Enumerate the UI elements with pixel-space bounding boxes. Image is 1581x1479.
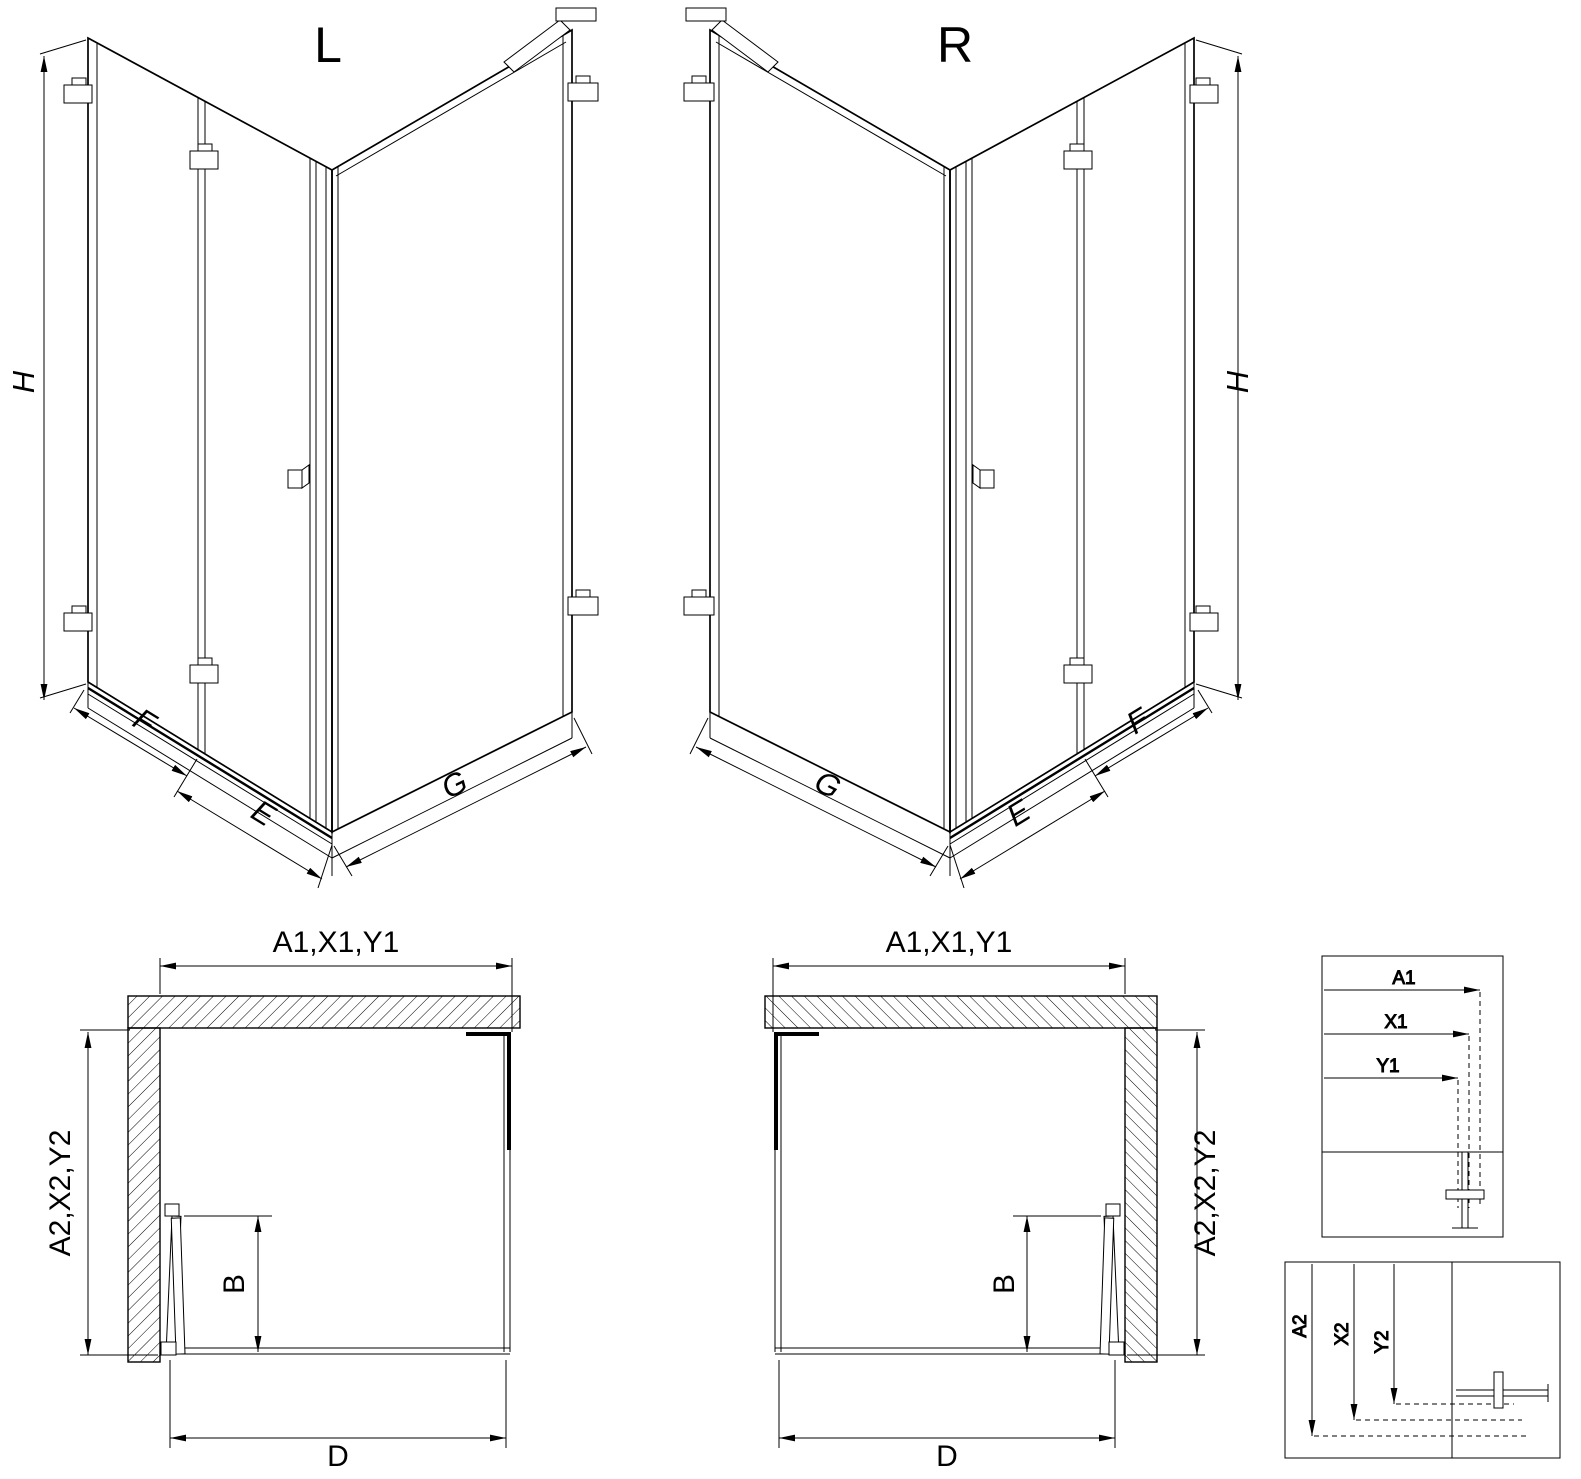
left-plan-geometry — [80, 958, 520, 1448]
detail-a2-label: A2 — [1290, 1314, 1311, 1337]
detail-depth-diagram: A2 X2 Y2 — [1284, 1261, 1561, 1459]
right-unit-geometry — [684, 8, 1242, 888]
left-height-dim-label: H — [6, 370, 41, 393]
right-variant-label: R — [937, 17, 973, 73]
left-plan-entry-dim-label: D — [327, 1440, 349, 1473]
right-height-dim-label: H — [1220, 370, 1255, 393]
right-plan-width-dim-label: A1,X1,Y1 — [886, 926, 1013, 959]
left-plan-depth-dim-label: A2,X2,Y2 — [44, 1130, 77, 1257]
right-extension-dim-label: E — [1001, 793, 1037, 834]
detail-width-frame — [1321, 955, 1504, 1238]
left-extension-dim-label: E — [246, 793, 282, 834]
detail-x1-label: X1 — [1384, 1012, 1407, 1033]
right-unit-3d-view: R H F E G — [684, 8, 1255, 888]
left-plan-width-dim-label: A1,X1,Y1 — [273, 926, 400, 959]
right-side-panel-dim-label: G — [809, 764, 846, 806]
detail-width-diagram: A1 X1 Y1 — [1321, 955, 1504, 1238]
left-plan-view: A1,X1,Y1 A2,X2,Y2 B D — [44, 926, 520, 1473]
detail-y2-label: Y2 — [1372, 1330, 1393, 1353]
detail-y1-label: Y1 — [1376, 1056, 1399, 1077]
left-unit-3d-view: L H F E G — [6, 8, 598, 888]
detail-a1-label: A1 — [1392, 968, 1415, 989]
detail-depth-frame — [1284, 1261, 1561, 1459]
detail-x2-label: X2 — [1332, 1322, 1353, 1345]
right-plan-view: A1,X1,Y1 A2,X2,Y2 B D — [765, 926, 1222, 1473]
left-plan-door-clearance-dim-label: B — [218, 1274, 251, 1294]
left-variant-label: L — [314, 17, 342, 73]
left-unit-geometry — [40, 8, 598, 888]
right-plan-depth-dim-label: A2,X2,Y2 — [1189, 1130, 1222, 1257]
right-plan-door-clearance-dim-label: B — [988, 1274, 1021, 1294]
right-plan-geometry — [765, 958, 1205, 1448]
right-plan-entry-dim-label: D — [936, 1440, 958, 1473]
left-side-panel-dim-label: G — [436, 764, 473, 806]
